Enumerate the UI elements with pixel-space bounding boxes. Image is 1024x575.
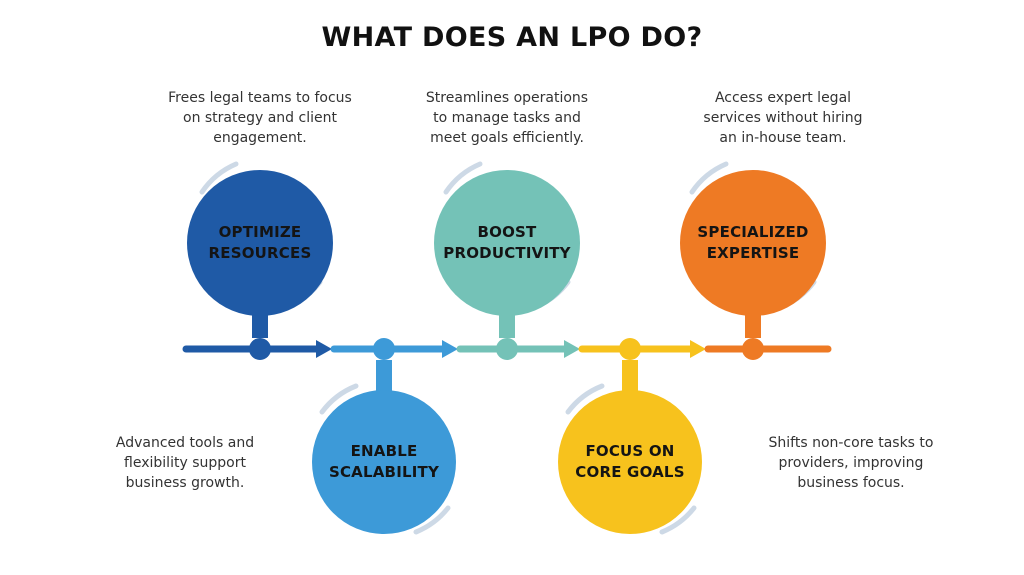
step-outline-arc — [199, 161, 239, 195]
step-description-specialized-expertise: Access expert legal services without hir… — [703, 90, 863, 146]
step-circle — [187, 170, 333, 316]
step-description-enable-scalability: Advanced tools and flexibility support b… — [115, 435, 255, 491]
step-node — [619, 338, 641, 360]
step-outline-arc — [413, 505, 451, 535]
step-outline-arc — [659, 505, 697, 535]
timeline-arrowhead-4 — [690, 340, 706, 358]
step-label-focus-core-goals: FOCUS ON CORE GOALS — [575, 442, 685, 481]
step-node — [742, 338, 764, 360]
step-boost-productivity — [434, 161, 580, 360]
step-node — [249, 338, 271, 360]
step-stem — [376, 360, 392, 400]
step-circle — [312, 390, 456, 534]
step-optimize-resources — [187, 161, 333, 360]
step-outline-arc — [319, 383, 359, 415]
step-node — [373, 338, 395, 360]
step-outline-arc — [689, 161, 729, 195]
step-circle — [434, 170, 580, 316]
diagram-title: WHAT DOES AN LPO DO? — [321, 22, 703, 53]
step-outline-arc — [565, 383, 605, 415]
step-circle — [558, 390, 702, 534]
step-enable-scalability — [312, 338, 456, 535]
timeline-arrowhead-3 — [564, 340, 580, 358]
step-specialized-expertise — [680, 161, 826, 360]
step-label-specialized-expertise: SPECIALIZED EXPERTISE — [697, 223, 809, 262]
step-label-enable-scalability: ENABLE SCALABILITY — [328, 442, 440, 481]
step-label-optimize-resources: OPTIMIZE RESOURCES — [208, 223, 312, 262]
step-circle — [680, 170, 826, 316]
step-description-optimize-resources: Frees legal teams to focus on strategy a… — [168, 90, 352, 146]
timeline-arrowhead-2 — [442, 340, 458, 358]
step-stem — [622, 360, 638, 400]
step-label-boost-productivity: BOOST PRODUCTIVITY — [443, 223, 571, 262]
step-outline-arc — [443, 161, 483, 195]
step-node — [496, 338, 518, 360]
step-focus-core-goals — [558, 338, 702, 535]
timeline-arrowhead-1 — [316, 340, 332, 358]
step-description-boost-productivity: Streamlines operations to manage tasks a… — [425, 90, 589, 146]
step-description-focus-core-goals: Shifts non-core tasks to providers, impr… — [768, 435, 934, 491]
